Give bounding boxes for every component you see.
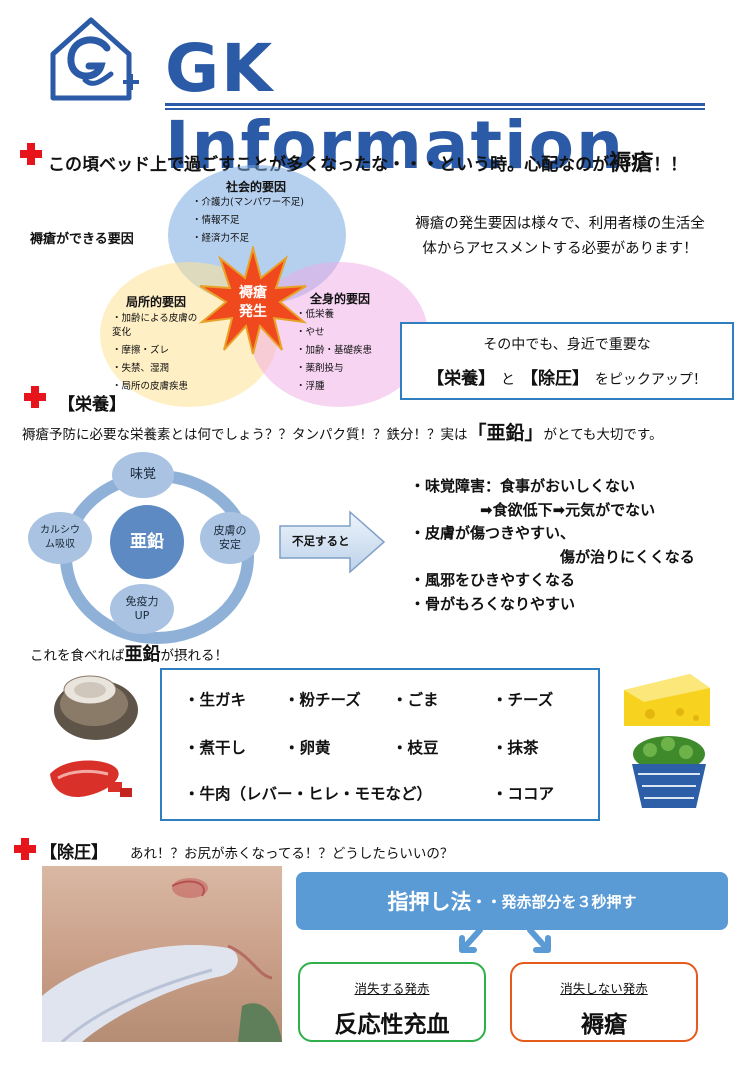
food-item: ・チーズ <box>492 691 554 709</box>
zinc-node: 亜鉛 <box>110 505 184 579</box>
eat-zinc-line: これを食べれば亜鉛が摂れる！ <box>30 644 228 665</box>
systemic-cause-item: ・浮腫 <box>296 381 325 392</box>
effect-item: ・味覚障害：食事がおいしくない <box>410 477 636 495</box>
systemic-cause-item: ・加齢・基礎疾患 <box>296 345 373 356</box>
title-underline <box>165 103 705 106</box>
local-cause-item: ・失禁、湿潤 <box>112 363 170 374</box>
social-cause-item: ・介護力(マンパワー不足) <box>192 197 304 208</box>
down-arrows-icon <box>459 928 551 953</box>
food-item: ・煮干し <box>184 739 247 757</box>
local-cause-item: 変化 <box>112 327 132 338</box>
title-underline-thin <box>165 108 705 110</box>
food-item: ・ココア <box>492 785 555 803</box>
nutrition-intro: 褥瘡予防に必要な栄養素とは何でしょう？？タンパク質！？鉄分！？実は「亜鉛」がとて… <box>22 422 663 444</box>
local-cause-title: 局所的要因 <box>126 295 187 309</box>
calcium-node: カルシウム吸収 <box>28 512 92 564</box>
systemic-cause-circle <box>250 262 428 407</box>
nutrition-label: 【栄養】 <box>58 395 126 415</box>
red-cross-icon <box>20 143 42 165</box>
cheese-icon <box>624 674 710 726</box>
effect-item: ・皮膚が傷つきやすい、 <box>410 524 576 542</box>
food-item: ・粉チーズ <box>284 691 361 709</box>
skin-node: 皮膚の安定 <box>200 512 260 564</box>
food-item: ・生ガキ <box>184 691 247 709</box>
edamame-icon <box>632 736 706 808</box>
food-item: ・抹茶 <box>492 739 539 757</box>
red-cross-icon <box>14 838 36 860</box>
gk-logo <box>50 17 139 101</box>
starburst-icon <box>198 246 308 355</box>
local-cause-item: ・局所の皮膚疾患 <box>112 381 189 392</box>
pickup-box: その中でも、身近で重要な 【栄養】 と 【除圧】 をピックアップ！ <box>400 322 734 400</box>
cause-label: 褥瘡ができる要因 <box>30 232 134 247</box>
systemic-cause-item: ・やせ <box>296 327 325 338</box>
effect-item: 傷が治りにくくなる <box>560 547 695 566</box>
social-cause-item: ・情報不足 <box>192 215 240 226</box>
pressure-question: あれ！？お尻が赤くなってる！？どうしたらいいの？ <box>130 846 454 862</box>
systemic-cause-item: ・薬剤投与 <box>296 363 344 374</box>
food-item: ・卵黄 <box>284 739 331 757</box>
skin-press-photo <box>42 866 282 1042</box>
effect-item: ・風邪をひきやすくなる <box>410 571 576 589</box>
pressure-ulcer-center: 褥瘡発生 <box>239 285 267 320</box>
local-cause-item: ・摩擦・ズレ <box>112 345 170 356</box>
social-cause-title: 社会的要因 <box>226 180 287 194</box>
food-item: ・牛肉（レバー・ヒレ・モモなど） <box>184 785 433 803</box>
systemic-cause-item: ・低栄養 <box>296 309 335 320</box>
local-cause-item: ・加齢による皮膚の <box>112 313 198 324</box>
effect-item: ・骨がもろくなりやすい <box>410 594 576 613</box>
pressure-label: 【除圧】 <box>40 843 108 863</box>
oyster-icon <box>54 675 138 740</box>
non-blanching-erythema-box: 消失しない発赤 褥瘡 <box>510 962 698 1042</box>
zinc-food-box: ・生ガキ ・粉チーズ ・ごま ・チーズ ・煮干し ・卵黄 ・枝豆 ・抹茶 ・牛肉… <box>160 668 600 821</box>
food-item: ・ごま <box>392 691 439 709</box>
effect-item: ➡食欲低下➡元気がでない <box>480 500 656 519</box>
red-cross-icon <box>24 386 46 408</box>
finger-press-banner: 指押し法・・発赤部分を３秒押す <box>296 872 728 930</box>
food-item: ・枝豆 <box>392 739 439 757</box>
beef-icon <box>50 760 132 798</box>
cause-explanation: 褥瘡の発生要因は様々で、利用者様の生活全体からアセスメントする必要があります！ <box>415 216 705 257</box>
social-cause-item: ・経済力不足 <box>192 233 250 244</box>
headline: この頃ベッド上で過ごすことが多くなったな・・・という時。心配なのが褥瘡！！ <box>48 151 688 176</box>
lack-label: 不足すると <box>292 534 350 548</box>
deficiency-effects: ・味覚障害：食事がおいしくない ➡食欲低下➡元気がでない ・皮膚が傷つきやすい、… <box>410 475 695 616</box>
blanching-erythema-box: 消失する発赤 反応性充血 <box>298 962 486 1042</box>
right-arrow-icon <box>279 510 386 574</box>
taste-node: 味覚 <box>112 452 174 498</box>
systemic-cause-title: 全身的要因 <box>310 292 371 306</box>
